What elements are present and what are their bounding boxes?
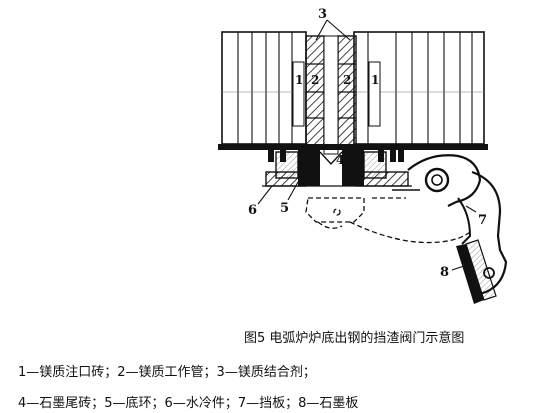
callout-4: 4 — [336, 153, 344, 167]
slag-valve-diagram: 3 1 2 2 1 4 6 5 7 8 — [218, 7, 508, 304]
callout-2-left: 2 — [311, 73, 319, 87]
leader-lines — [257, 19, 477, 271]
callout-5: 5 — [280, 201, 289, 216]
callout-8: 8 — [440, 265, 449, 280]
figure-caption: 图5 电弧炉炉底出钢的挡渣阀门示意图 — [244, 331, 465, 346]
legend-line-1: 1—镁质注口砖；2—镁质工作管；3—镁质结合剂； — [18, 365, 316, 380]
water-cooled-piece — [262, 171, 412, 187]
hinge-bracket — [392, 154, 482, 207]
valve-closed-outline — [305, 197, 471, 244]
graphite-tail-brick — [298, 150, 364, 186]
callout-2-right: 2 — [343, 73, 351, 87]
graphite-plate — [456, 239, 497, 304]
bottom-steel-plate — [218, 144, 488, 150]
callout-1-left: 1 — [295, 73, 303, 87]
tap-hole-assembly — [292, 35, 381, 155]
callout-7: 7 — [478, 213, 487, 228]
callout-3: 3 — [318, 7, 327, 22]
legend-line-2: 4—石墨尾砖；5—底环；6—水冷件；7—挡板；8—石墨板 — [18, 396, 359, 411]
callout-6: 6 — [248, 203, 257, 218]
callout-1-right: 1 — [371, 73, 379, 87]
